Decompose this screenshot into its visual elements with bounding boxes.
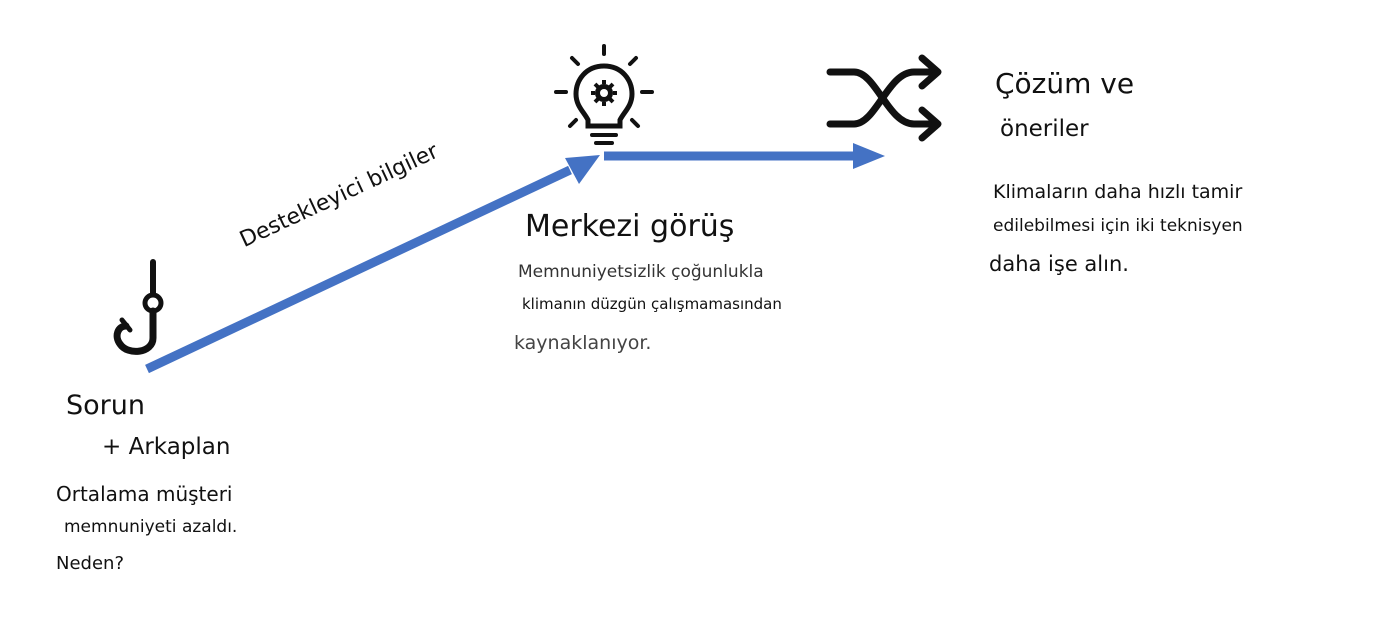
problem-text-line2: memnuniyeti azaldı. [64, 517, 238, 537]
shuffle-icon [826, 54, 942, 142]
solution-text-line3: daha işe alın. [989, 252, 1129, 276]
solution-text-line1: Klimaların daha hızlı tamir [993, 181, 1243, 203]
problem-subtitle: + Arkaplan [102, 434, 231, 460]
problem-text-line3: Neden? [56, 553, 125, 574]
problem-text-line1: Ortalama müşteri [56, 482, 233, 506]
hook-icon [113, 259, 164, 355]
insight-text-line3: kaynaklanıyor. [514, 332, 652, 354]
horizontal-arrowhead [853, 143, 885, 169]
solution-title-line1: Çözüm ve [995, 67, 1135, 100]
diagonal-arrow [145, 165, 572, 374]
insight-title: Merkezi görüş [525, 209, 735, 244]
solution-title-line2: öneriler [1000, 116, 1089, 142]
lightbulb-gear-icon [554, 44, 654, 145]
diagonal-arrowhead [565, 155, 600, 184]
insight-text-line2: klimanın düzgün çalışmamasından [522, 295, 782, 313]
solution-text-line2: edilebilmesi için iki teknisyen [993, 216, 1243, 236]
insight-text-line1: Memnuniyetsizlik çoğunlukla [518, 262, 764, 282]
problem-title: Sorun [66, 390, 145, 421]
